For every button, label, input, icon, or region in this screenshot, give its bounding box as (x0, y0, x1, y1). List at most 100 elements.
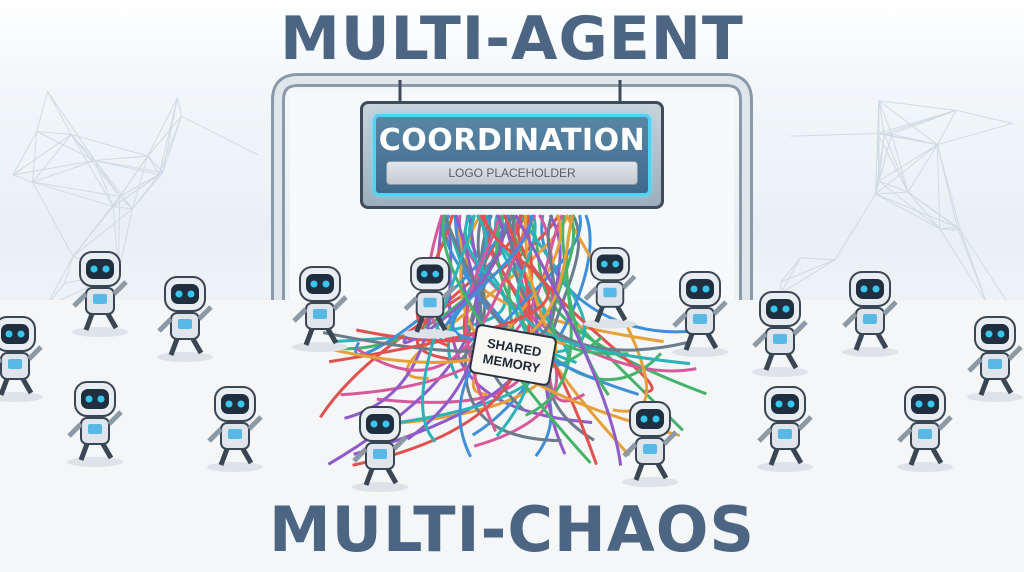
robot (672, 271, 728, 357)
network-line (883, 134, 909, 193)
network-line (878, 100, 885, 135)
network-line (94, 160, 133, 210)
network-line (113, 206, 133, 210)
network-line (94, 155, 148, 162)
network-line (834, 193, 877, 260)
robot-eye (382, 420, 390, 428)
network-line (147, 155, 164, 173)
network-line (162, 116, 182, 173)
robot (207, 386, 263, 472)
network-line (780, 257, 801, 294)
network-line (878, 134, 885, 182)
network-line (878, 133, 893, 182)
network-line (147, 116, 182, 157)
network-line (936, 144, 941, 229)
robot (352, 406, 408, 492)
robot-eye (690, 285, 698, 293)
cable (328, 214, 550, 364)
coordination-sign: COORDINATION LOGO PLACEHOLDER (360, 101, 664, 209)
network-line (32, 181, 120, 197)
cable (458, 214, 582, 458)
cable (543, 214, 567, 455)
network-line (956, 109, 1013, 124)
network-line (132, 172, 164, 210)
network-line (72, 206, 114, 257)
robot-eye (5, 330, 13, 338)
network-line (780, 259, 836, 294)
network-line (907, 191, 941, 230)
robot (72, 251, 128, 337)
network-line (112, 155, 149, 207)
robot-eye (102, 265, 110, 273)
sign-title: COORDINATION (378, 123, 646, 158)
network-line (959, 229, 1009, 304)
network-line (12, 174, 33, 183)
network-line (147, 97, 178, 157)
network-line (878, 180, 909, 193)
robot-eye (997, 330, 1005, 338)
robot-eye (432, 270, 440, 278)
robot-eye (915, 400, 923, 408)
network-line (907, 144, 938, 193)
robot (403, 256, 457, 339)
network-line (158, 97, 178, 175)
cable (319, 214, 560, 419)
network-line (36, 130, 72, 135)
robot (157, 276, 213, 362)
cable (444, 214, 553, 457)
cable (322, 214, 557, 353)
network-line (800, 257, 836, 261)
robot-eye (237, 400, 245, 408)
robot-eye (175, 290, 183, 298)
network-line (162, 97, 178, 173)
network-line (884, 133, 938, 146)
network-line (181, 115, 259, 156)
robot-eye (600, 260, 608, 268)
robot (583, 246, 637, 329)
sign-panel: COORDINATION LOGO PLACEHOLDER (373, 114, 651, 196)
network-line (875, 180, 880, 195)
robot-eye (17, 330, 25, 338)
network-line (47, 91, 72, 135)
network-line (32, 131, 38, 183)
network-line (939, 228, 961, 231)
robot-eye (927, 400, 935, 408)
robot (967, 316, 1023, 402)
network-line (878, 144, 938, 182)
network-line (12, 131, 38, 176)
network-line (112, 171, 164, 207)
robot-eye (640, 415, 648, 423)
robot-eye (310, 280, 318, 288)
network-line (70, 134, 114, 207)
network-line (32, 181, 74, 257)
robot-eye (612, 260, 620, 268)
network-line (875, 191, 908, 195)
network-line (70, 134, 96, 161)
robot-eye (782, 305, 790, 313)
network-line (936, 110, 957, 145)
network-line (891, 133, 909, 193)
network-line (72, 208, 133, 257)
cable (451, 214, 534, 345)
robot-eye (770, 305, 778, 313)
robot-eye (370, 420, 378, 428)
network-line (780, 259, 836, 283)
network-line (12, 160, 96, 176)
network-line (780, 257, 801, 283)
network-line (45, 256, 74, 307)
network-line (875, 144, 938, 195)
cable (447, 214, 488, 380)
robot (897, 386, 953, 472)
network-background (12, 91, 1013, 308)
cable (516, 214, 691, 366)
robot (67, 381, 123, 467)
cable (463, 214, 533, 437)
network-line (47, 91, 96, 161)
headline-top: MULTI-AGENT (280, 4, 744, 74)
robot-crowd (0, 246, 1023, 492)
robot-eye (652, 415, 660, 423)
network-line (875, 193, 941, 230)
network-line (36, 131, 96, 161)
network-line (94, 160, 114, 207)
network-line (937, 123, 1013, 146)
